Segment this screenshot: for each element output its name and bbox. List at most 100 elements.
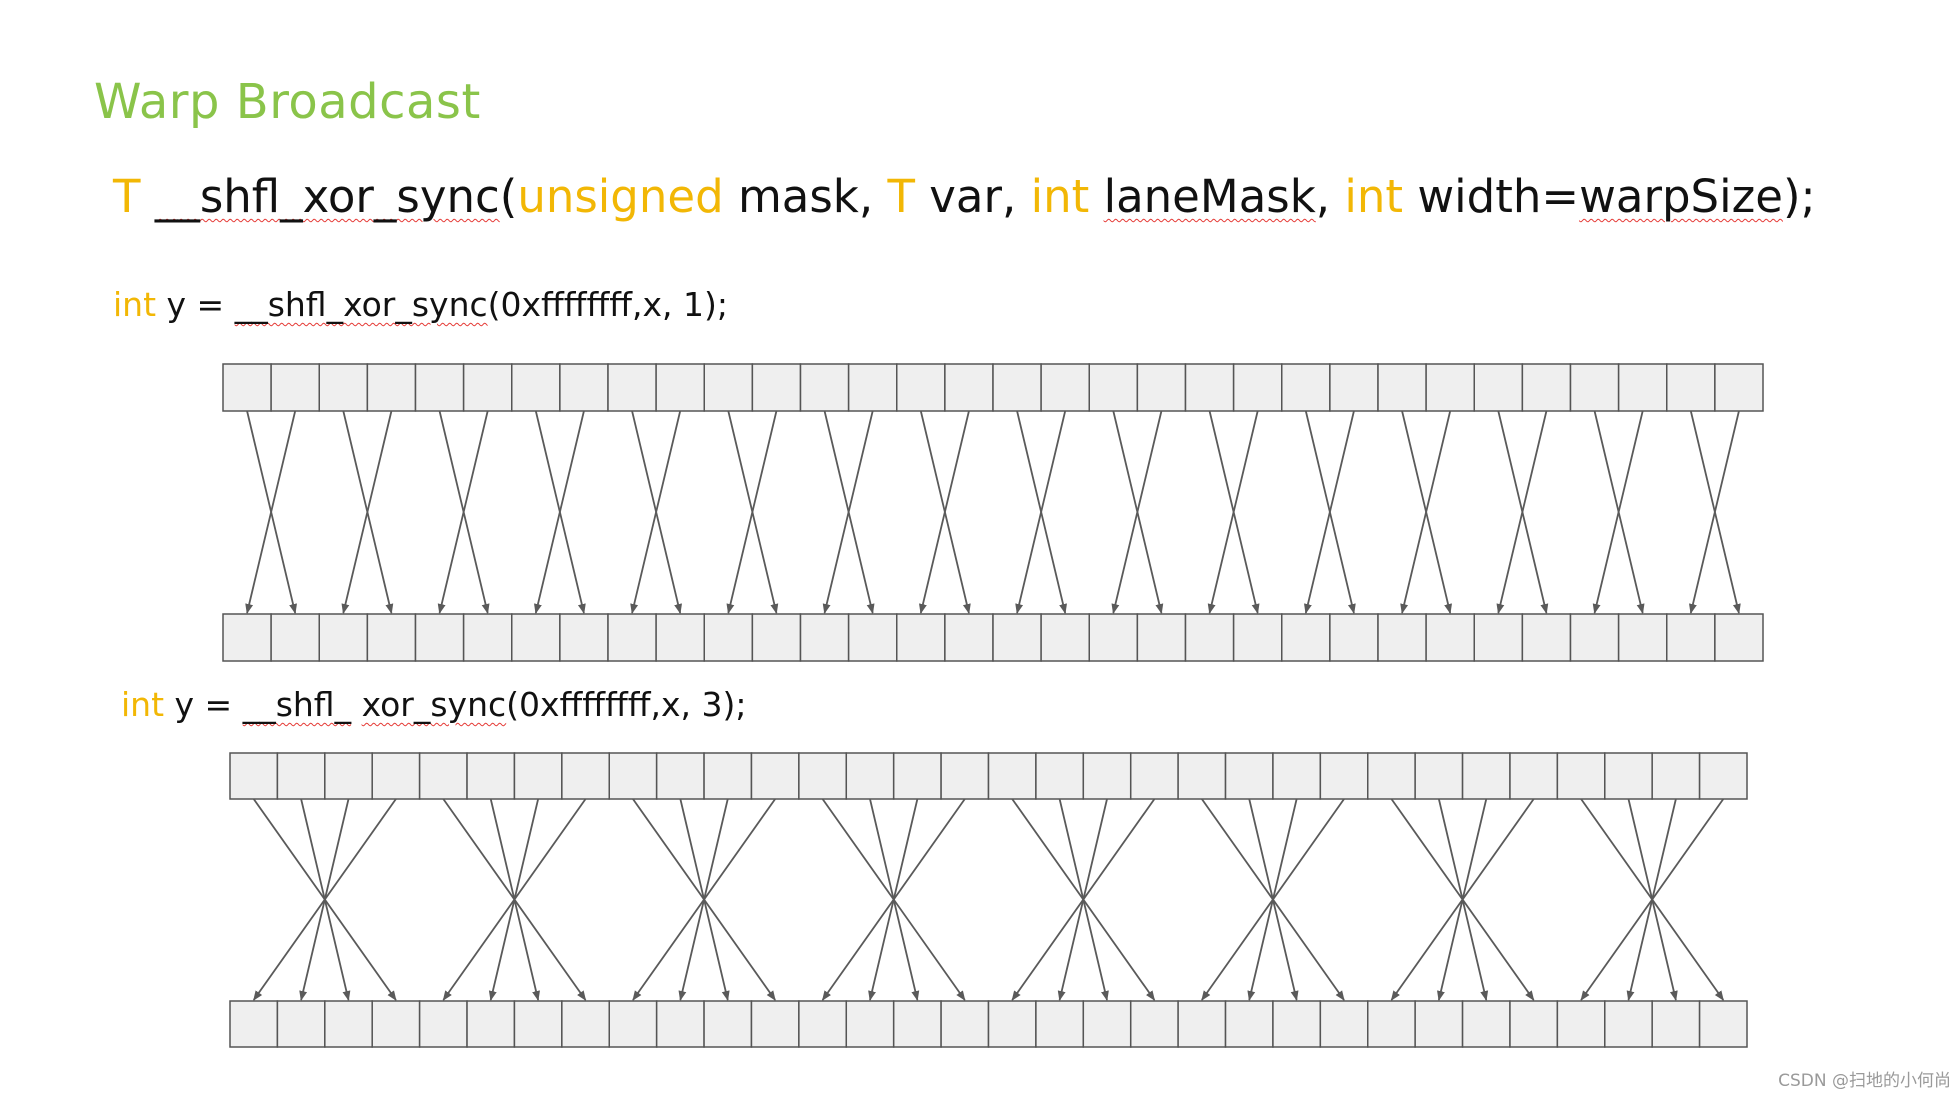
lane-cell-top-21 bbox=[1224, 752, 1274, 800]
lane-cell-bottom-8 bbox=[608, 1000, 658, 1048]
lane-cell-top-19 bbox=[1129, 752, 1179, 800]
lane-cell-top-17 bbox=[1040, 363, 1090, 412]
lane-cell-top-24 bbox=[1377, 363, 1427, 412]
sig-param-width: width= bbox=[1403, 170, 1580, 223]
lane-cell-bottom-22 bbox=[1281, 613, 1331, 662]
shuffle-arrow-10-to-11 bbox=[727, 410, 779, 614]
lane-cell-bottom-4 bbox=[414, 613, 465, 662]
shuffle-arrow-28-to-29 bbox=[1593, 410, 1645, 614]
lane-cell-bottom-7 bbox=[561, 1000, 610, 1048]
lane-cell-bottom-26 bbox=[1473, 613, 1524, 662]
lane-cell-bottom-6 bbox=[511, 613, 561, 662]
lane-cell-top-16 bbox=[987, 752, 1037, 800]
example1-function: __shfl_xor_sync bbox=[234, 285, 488, 324]
lane-cell-bottom-1 bbox=[276, 1000, 326, 1048]
shuffle-arrow-6-to-7 bbox=[534, 410, 586, 614]
lane-cell-bottom-19 bbox=[1129, 1000, 1179, 1048]
lane-cell-bottom-11 bbox=[751, 613, 802, 662]
shuffle-arrow-12-to-15 bbox=[821, 798, 966, 1001]
lane-cell-bottom-14 bbox=[896, 613, 946, 662]
lane-cell-top-2 bbox=[318, 363, 369, 412]
lane-cell-bottom-23 bbox=[1319, 1000, 1369, 1048]
lane-cell-top-23 bbox=[1319, 752, 1369, 800]
lane-cell-bottom-25 bbox=[1425, 613, 1475, 662]
lane-cell-top-22 bbox=[1272, 752, 1322, 800]
sig-type-t: T bbox=[887, 170, 915, 223]
lane-cell-bottom-24 bbox=[1367, 1000, 1416, 1048]
lane-cell-top-18 bbox=[1082, 752, 1132, 800]
lane-cell-top-2 bbox=[324, 752, 373, 800]
lane-cell-bottom-10 bbox=[703, 1000, 753, 1048]
lane-cell-top-14 bbox=[896, 363, 946, 412]
lane-cell-bottom-12 bbox=[799, 613, 850, 662]
lane-cell-bottom-5 bbox=[462, 613, 513, 662]
lane-cell-bottom-18 bbox=[1088, 613, 1139, 662]
lane-cell-bottom-27 bbox=[1521, 613, 1572, 662]
shuffle-arrow-8-to-11 bbox=[632, 798, 776, 1001]
shuffle-arrow-22-to-23 bbox=[1304, 410, 1356, 614]
shuffle-arrow-26-to-27 bbox=[1497, 410, 1549, 614]
lane-cell-bottom-13 bbox=[847, 613, 898, 662]
lane-cell-top-8 bbox=[607, 363, 657, 412]
lane-cell-bottom-28 bbox=[1556, 1000, 1606, 1048]
shuffle-arrow-30-to-31 bbox=[1689, 410, 1741, 614]
example-code-1: int y = __shfl_xor_sync(0xffffffff,x, 1)… bbox=[113, 285, 728, 324]
lane-cell-bottom-27 bbox=[1509, 1000, 1559, 1048]
lane-cell-top-20 bbox=[1177, 752, 1227, 800]
lane-cell-bottom-0 bbox=[229, 1000, 279, 1048]
lane-cell-top-29 bbox=[1617, 363, 1668, 412]
shuffle-arrow-0-to-3 bbox=[252, 798, 397, 1001]
shuffle-arrow-24-to-25 bbox=[1401, 410, 1452, 614]
sig-end: ); bbox=[1782, 170, 1816, 223]
lane-cell-bottom-26 bbox=[1461, 1000, 1511, 1048]
lane-cell-bottom-11 bbox=[750, 1000, 800, 1048]
sig-type-int-2: int bbox=[1344, 170, 1404, 223]
lane-cell-top-0 bbox=[229, 752, 279, 800]
lane-cell-top-13 bbox=[845, 752, 895, 800]
lane-cell-bottom-20 bbox=[1184, 613, 1235, 662]
shuffle-arrow-16-to-17 bbox=[1016, 410, 1067, 614]
lane-cell-bottom-19 bbox=[1136, 613, 1187, 662]
lane-cell-top-26 bbox=[1473, 363, 1524, 412]
lane-cell-bottom-3 bbox=[371, 1000, 421, 1048]
lane-cell-bottom-17 bbox=[1040, 613, 1090, 662]
lane-cell-top-3 bbox=[366, 363, 417, 412]
lane-cell-bottom-12 bbox=[798, 1000, 848, 1048]
lane-cell-bottom-1 bbox=[270, 613, 320, 662]
lane-cell-bottom-31 bbox=[1698, 1000, 1748, 1048]
example1-args: (0xffffffff,x, 1); bbox=[487, 285, 728, 324]
lane-cell-top-19 bbox=[1136, 363, 1187, 412]
lane-cell-top-3 bbox=[371, 752, 421, 800]
sig-param-var: var, bbox=[914, 170, 1031, 223]
lane-cell-top-26 bbox=[1461, 752, 1511, 800]
shuffle-arrow-14-to-15 bbox=[919, 410, 971, 614]
lane-cell-top-28 bbox=[1569, 363, 1620, 412]
shuffle-arrow-20-to-21 bbox=[1208, 410, 1260, 614]
shuffle-arrow-12-to-13 bbox=[823, 410, 875, 614]
diagram-1 bbox=[222, 363, 1764, 662]
lane-cell-bottom-30 bbox=[1651, 1000, 1701, 1048]
example2-function-a: __shfl_ bbox=[242, 685, 352, 724]
lane-cell-top-14 bbox=[892, 752, 942, 800]
lane-cell-bottom-28 bbox=[1569, 613, 1620, 662]
lane-cell-bottom-18 bbox=[1082, 1000, 1132, 1048]
lane-cell-top-28 bbox=[1556, 752, 1606, 800]
shuffle-arrow-20-to-23 bbox=[1201, 798, 1345, 1001]
lane-cell-top-30 bbox=[1666, 363, 1716, 412]
lane-cell-bottom-16 bbox=[987, 1000, 1037, 1048]
lane-cell-bottom-17 bbox=[1035, 1000, 1085, 1048]
sig-type-int-1: int bbox=[1030, 170, 1090, 223]
example-code-2: int y = __shfl_ xor_sync(0xffffffff,x, 3… bbox=[121, 685, 747, 724]
lane-cell-top-4 bbox=[418, 752, 468, 800]
lane-cell-top-11 bbox=[750, 752, 800, 800]
lane-cell-top-9 bbox=[655, 752, 705, 800]
lane-cell-bottom-21 bbox=[1224, 1000, 1274, 1048]
example1-lhs: y = bbox=[156, 285, 235, 324]
shuffle-arrow-16-to-19 bbox=[1011, 798, 1156, 1001]
lane-cell-top-27 bbox=[1521, 363, 1572, 412]
lane-cell-top-7 bbox=[561, 752, 610, 800]
sig-default-warpsize: warpSize bbox=[1579, 170, 1783, 223]
lane-cell-top-23 bbox=[1329, 363, 1379, 412]
lane-cell-top-25 bbox=[1425, 363, 1475, 412]
